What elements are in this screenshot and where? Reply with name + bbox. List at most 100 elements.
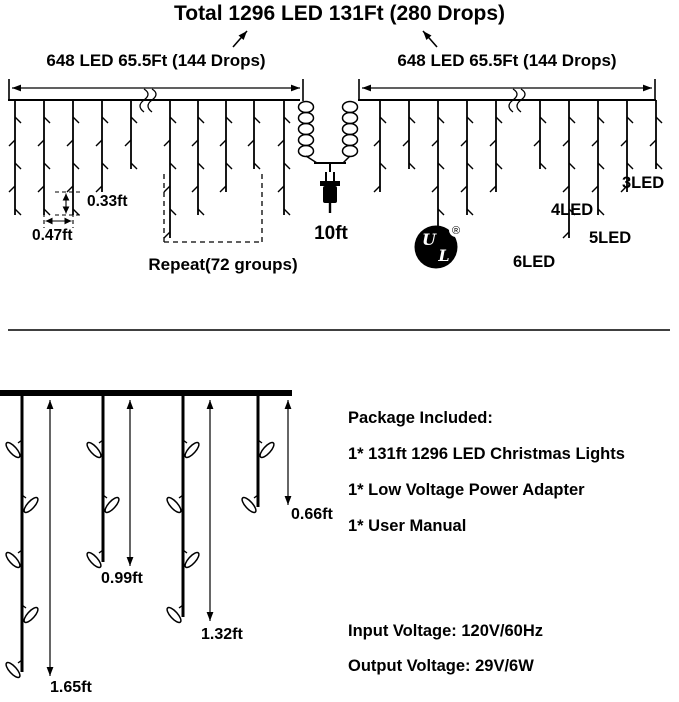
- led-tick: [43, 162, 51, 170]
- led-tick: [489, 139, 497, 147]
- led-tick: [169, 162, 177, 170]
- led-tick: [101, 162, 109, 170]
- package-item: 1* User Manual: [348, 517, 467, 535]
- led-tick: [460, 185, 468, 193]
- led-tick: [247, 139, 255, 147]
- wire-break-mark: [147, 88, 157, 113]
- bulb-stem: [253, 494, 259, 499]
- led-tick: [163, 139, 171, 147]
- led-tick: [130, 116, 138, 124]
- led-tick: [191, 185, 199, 193]
- input-voltage-text: Input Voltage: 120V/60Hz: [348, 622, 543, 640]
- led-tick: [66, 139, 74, 147]
- led-tick: [169, 208, 177, 216]
- ul-badge: [414, 225, 458, 269]
- led-tick: [283, 208, 291, 216]
- led-tick: [95, 139, 103, 147]
- led-tick: [379, 116, 387, 124]
- registered-mark-bg: [449, 223, 463, 237]
- plug-body: [323, 186, 337, 203]
- led-tick: [466, 116, 474, 124]
- led-tick: [655, 116, 663, 124]
- drop-type-label-6led: 6LED: [513, 253, 556, 271]
- led-tick: [43, 116, 51, 124]
- led-tick: [197, 116, 205, 124]
- led-tick: [37, 139, 45, 147]
- led-tick: [72, 162, 80, 170]
- led-tick: [431, 185, 439, 193]
- led-tick: [620, 185, 628, 193]
- led-tick: [649, 139, 657, 147]
- led-tick: [197, 208, 205, 216]
- led-tick: [431, 139, 439, 147]
- drop-length-label-066: 0.66ft: [291, 506, 333, 523]
- drop-length-label-132: 1.32ft: [201, 626, 243, 643]
- package-item: 1* 131ft 1296 LED Christmas Lights: [348, 445, 625, 463]
- arrowhead: [206, 400, 214, 409]
- led-tick: [373, 139, 381, 147]
- bulb-stem: [182, 439, 188, 444]
- led-tick: [539, 162, 547, 170]
- led-tick: [14, 208, 22, 216]
- led-tick: [437, 116, 445, 124]
- led-tick: [163, 231, 171, 239]
- led-tick: [620, 139, 628, 147]
- bulb: [5, 551, 21, 569]
- cord-coil: [341, 133, 359, 147]
- led-tick: [597, 208, 605, 216]
- bulb-stem: [178, 494, 184, 499]
- bulb: [23, 496, 39, 514]
- cord-coil: [341, 111, 359, 125]
- led-gap-label: 0.33ft: [87, 193, 128, 210]
- led-tick: [43, 208, 51, 216]
- led-tick: [253, 162, 261, 170]
- arrowhead: [126, 557, 134, 566]
- wire-break-mark: [508, 88, 518, 113]
- bulb-stem: [182, 549, 188, 554]
- led-tick: [253, 116, 261, 124]
- arrowhead: [284, 400, 292, 409]
- led-tick: [495, 162, 503, 170]
- led-tick: [591, 139, 599, 147]
- led-tick: [283, 116, 291, 124]
- registered-mark: ®: [452, 225, 460, 237]
- led-tick: [626, 116, 634, 124]
- wire-break-mark: [139, 88, 149, 113]
- bulb: [184, 551, 200, 569]
- cord-coil: [297, 133, 315, 147]
- led-tick: [283, 162, 291, 170]
- led-tick: [130, 162, 138, 170]
- led-tick: [562, 185, 570, 193]
- package-heading: Package Included:: [348, 409, 493, 427]
- cord-coil: [341, 100, 359, 114]
- cord-coil: [297, 144, 315, 158]
- led-tick: [489, 185, 497, 193]
- led-tick: [169, 116, 177, 124]
- arrowhead: [62, 206, 70, 214]
- led-tick: [568, 208, 576, 216]
- arrowhead: [126, 400, 134, 409]
- output-voltage-text: Output Voltage: 29V/6W: [348, 657, 534, 675]
- left-section-label: 648 LED 65.5Ft (144 Drops): [46, 51, 266, 70]
- arrowhead: [362, 84, 371, 92]
- right-section-label: 648 LED 65.5Ft (144 Drops): [397, 51, 617, 70]
- led-tick: [655, 162, 663, 170]
- bulb-stem: [257, 439, 263, 444]
- led-tick: [95, 185, 103, 193]
- led-tick: [219, 139, 227, 147]
- arrowhead: [643, 84, 652, 92]
- bulb-stem: [98, 439, 104, 444]
- arrowhead: [284, 496, 292, 505]
- led-tick: [124, 139, 132, 147]
- led-tick: [197, 162, 205, 170]
- led-tick: [408, 162, 416, 170]
- led-tick: [495, 116, 503, 124]
- repeat-group-label: Repeat(72 groups): [148, 255, 298, 274]
- led-tick: [219, 185, 227, 193]
- bulb-stem: [17, 549, 23, 554]
- led-tick: [277, 139, 285, 147]
- led-tick: [379, 162, 387, 170]
- bulb: [184, 441, 200, 459]
